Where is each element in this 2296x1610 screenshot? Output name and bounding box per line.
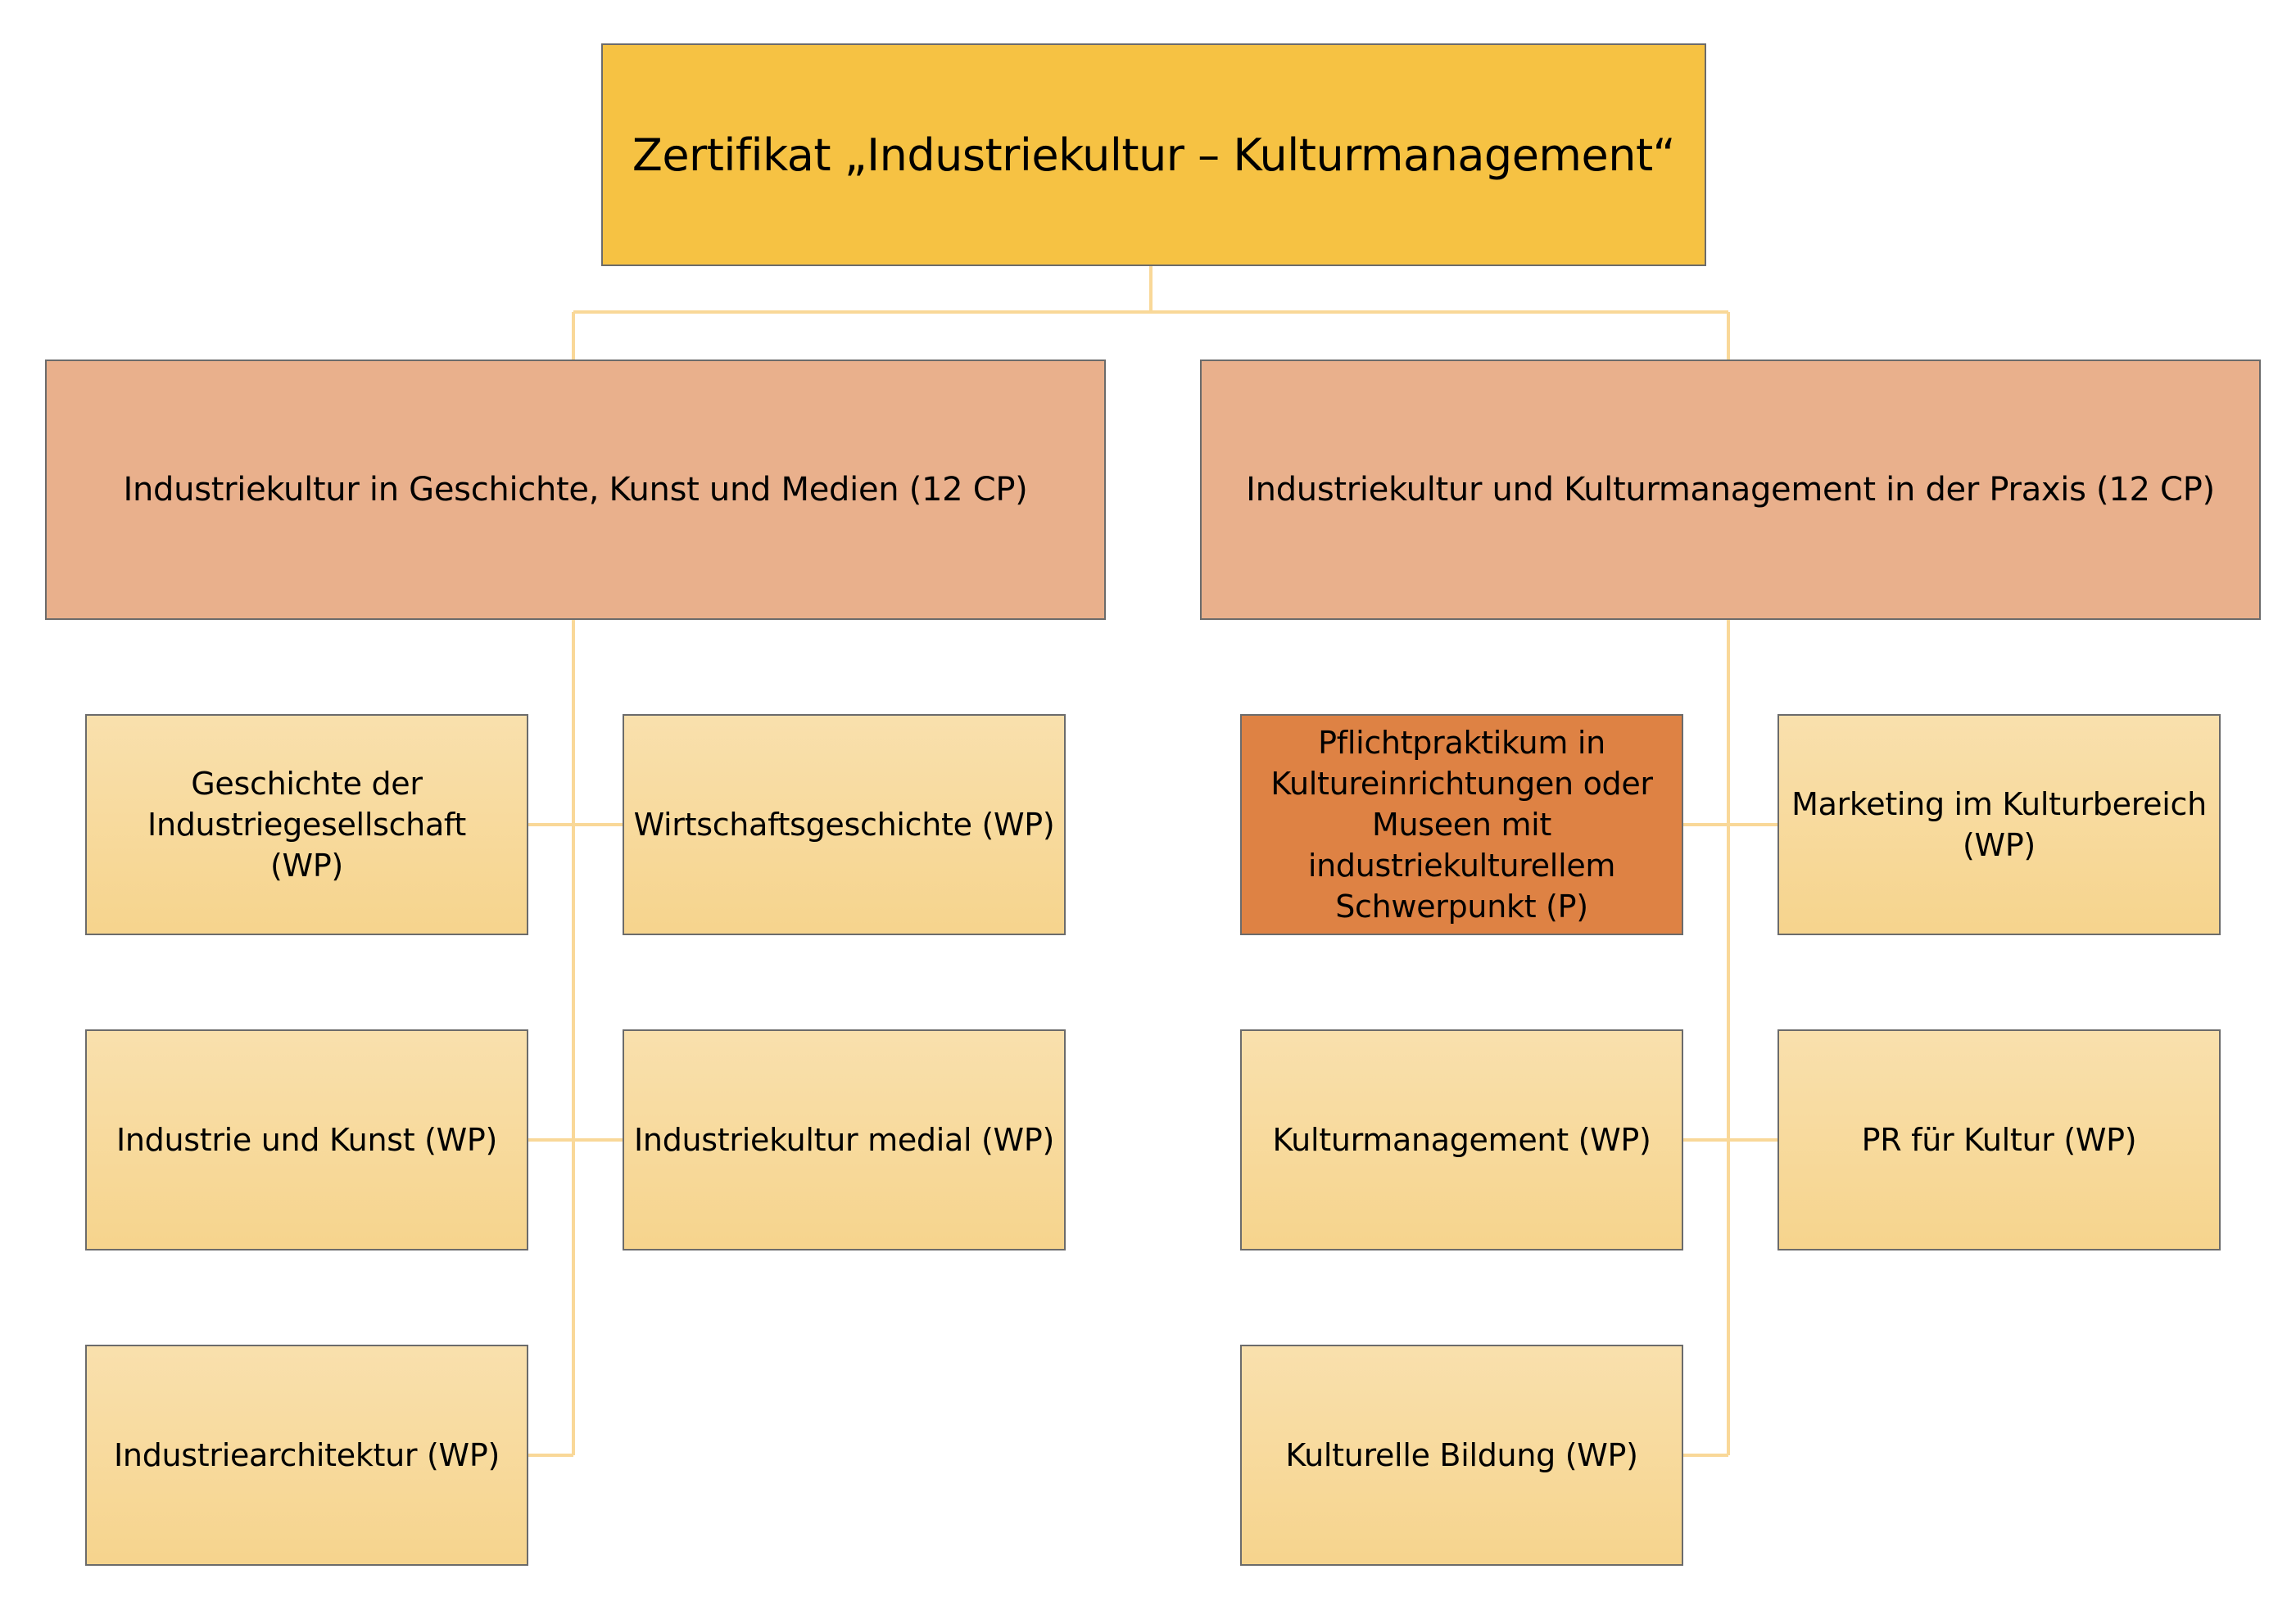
module-geschichte-industriegesellschaft: Geschichte der Industriegesellschaft (WP…	[85, 714, 528, 935]
module-label: Industriekultur medial (WP)	[634, 1122, 1054, 1158]
module-industrie-und-kunst: Industrie und Kunst (WP)	[85, 1029, 528, 1250]
module-wirtschaftsgeschichte: Wirtschaftsgeschichte (WP)	[623, 714, 1066, 935]
certificate-title: Zertifikat „Industriekultur – Kulturmana…	[632, 129, 1676, 181]
module-kulturelle-bildung: Kulturelle Bildung (WP)	[1240, 1345, 1683, 1566]
module-label: Wirtschaftsgeschichte (WP)	[633, 807, 1055, 843]
module-label: Industriearchitektur (WP)	[114, 1437, 500, 1473]
category-label: Industriekultur und Kulturmanagement in …	[1246, 471, 2215, 509]
module-label: Kulturmanagement (WP)	[1272, 1122, 1651, 1158]
module-industriearchitektur: Industriearchitektur (WP)	[85, 1345, 528, 1566]
root-connector	[572, 266, 1730, 360]
category-label: Industriekultur in Geschichte, Kunst und…	[123, 471, 1028, 509]
certificate-title-box: Zertifikat „Industriekultur – Kulturmana…	[601, 43, 1706, 266]
category-practice: Industriekultur und Kulturmanagement in …	[1200, 360, 2261, 620]
module-marketing-kulturbereich: Marketing im Kulturbereich (WP)	[1777, 714, 2221, 935]
module-label: PR für Kultur (WP)	[1861, 1122, 2137, 1158]
module-label: Marketing im Kulturbereich (WP)	[1791, 786, 2207, 863]
module-label: Geschichte der Industriegesellschaft (WP…	[147, 766, 466, 884]
module-pr-fuer-kultur: PR für Kultur (WP)	[1777, 1029, 2221, 1250]
module-label: Kulturelle Bildung (WP)	[1285, 1437, 1638, 1473]
module-kulturmanagement: Kulturmanagement (WP)	[1240, 1029, 1683, 1250]
module-pflichtpraktikum: Pflichtpraktikum in Kultureinrichtungen …	[1240, 714, 1683, 935]
category-history-art-media: Industriekultur in Geschichte, Kunst und…	[45, 360, 1106, 620]
module-label: Pflichtpraktikum in Kultureinrichtungen …	[1270, 725, 1653, 925]
module-industriekultur-medial: Industriekultur medial (WP)	[623, 1029, 1066, 1250]
module-label: Industrie und Kunst (WP)	[115, 1122, 498, 1158]
